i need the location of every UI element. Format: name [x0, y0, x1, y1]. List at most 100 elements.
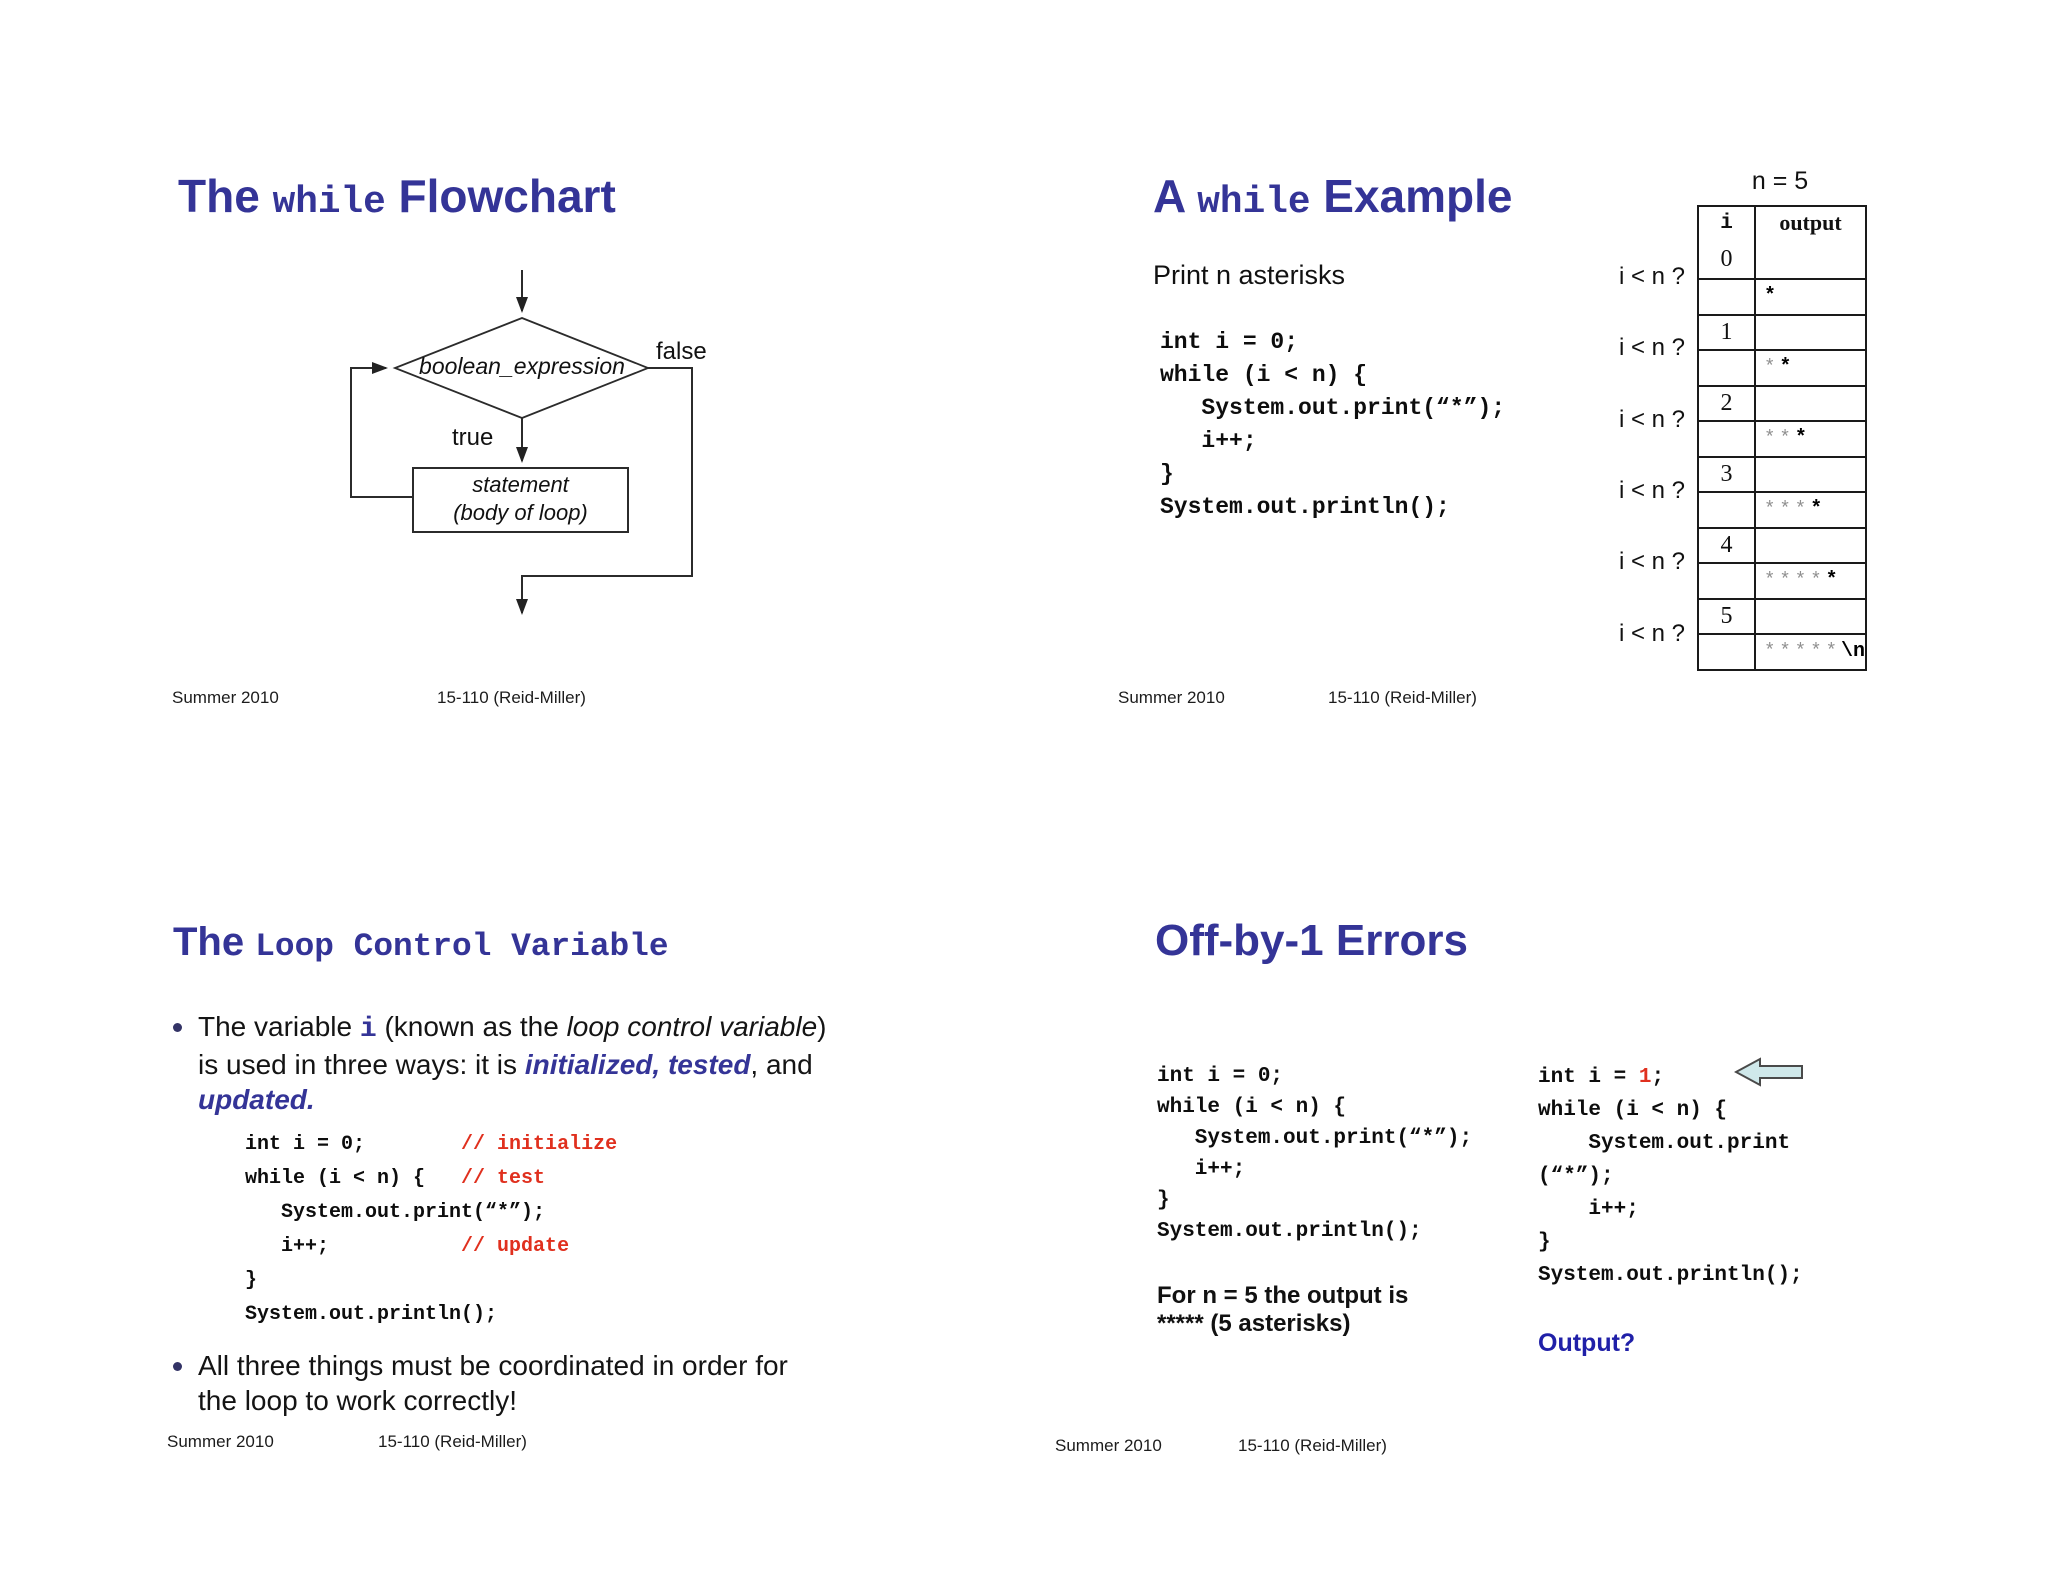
text-segment: , and [750, 1049, 813, 1080]
printed-new-char: * [1794, 427, 1807, 450]
code-line: int i = 1; [1538, 1061, 1803, 1094]
text-segment: (“*”); [1538, 1165, 1614, 1188]
text-segment: updated. [198, 1084, 315, 1115]
printed-earlier-stars: * [1764, 356, 1780, 378]
trace-cell-i: 3 [1699, 457, 1756, 491]
slide-loop-control-variable: The Loop Control Variable The variable i… [0, 791, 1024, 1582]
code-line: } [1538, 1226, 1803, 1259]
trace-cell-output: * [1756, 280, 1865, 314]
page-title: A while Example [1153, 172, 1512, 224]
trace-row: 5 [1699, 597, 1865, 634]
code-line: while (i < n) { [1160, 362, 1368, 388]
trace-row: 1 [1699, 313, 1865, 350]
code-line: System.out.print [1538, 1127, 1803, 1160]
condition-check-label: i < n ? [1618, 620, 1685, 647]
trace-cell-i [1699, 564, 1756, 598]
code-block: int i = 0;while (i < n) { System.out.pri… [1160, 326, 1505, 524]
false-exit-arrow [516, 367, 693, 615]
trace-cell-output: *****\n [1756, 635, 1865, 669]
code-line: (“*”); [1538, 1160, 1803, 1193]
footer-course: 15-110 (Reid-Miller) [437, 688, 586, 707]
bullet-text: All three things must be coordinated in … [198, 1348, 788, 1418]
page-title: Off-by-1 Errors [1155, 916, 1468, 965]
code-block-off-by-one: int i = 1; while (i < n) { System.out.pri… [1538, 1061, 1803, 1292]
printed-earlier-stars: *** [1764, 498, 1811, 520]
trace-header-i: i [1699, 207, 1756, 243]
text-segment: ; [1651, 1066, 1665, 1089]
printed-new-char: * [1825, 569, 1838, 592]
trace-row: *** [1699, 420, 1865, 456]
output-note-line2: ***** (5 asterisks) [1157, 1310, 1351, 1337]
page-title: The while Flowchart [178, 172, 616, 224]
text-segment: } [1538, 1231, 1551, 1254]
code-line: int i = 0; // initialize [245, 1128, 617, 1162]
title-text: The [173, 920, 256, 964]
text-segment: // initialize [461, 1133, 618, 1156]
code-block-correct: int i = 0;while (i < n) { System.out.pri… [1157, 1061, 1472, 1247]
text-segment: The variable [198, 1011, 360, 1042]
condition-check-label: i < n ? [1618, 477, 1685, 504]
bullet-icon [173, 1362, 182, 1371]
n-value-label: n = 5 [1751, 167, 1809, 195]
text-segment: int i = [1538, 1066, 1639, 1089]
statement-label: statement (body of loop) [413, 471, 628, 527]
trace-row: * [1699, 278, 1865, 314]
printed-new-char: \n [1841, 640, 1865, 663]
footer-term: Summer 2010 [167, 1432, 274, 1451]
trace-row: **** [1699, 491, 1865, 527]
trace-row: *****\n [1699, 633, 1865, 669]
trace-cell-i [1699, 280, 1756, 314]
statement-line1: statement [472, 472, 569, 497]
text-segment [660, 1049, 668, 1080]
code-line: i++; [1160, 428, 1257, 454]
code-line: System.out.println(); [1538, 1259, 1803, 1292]
trace-cell-output: ** [1756, 351, 1865, 385]
code-line: while (i < n) { [1538, 1094, 1803, 1127]
slide-while-flowchart: The while Flowchart boolean_expression f… [0, 0, 1024, 791]
title-keyword: Loop Control Variable [255, 928, 669, 965]
code-line: while (i < n) { // test [245, 1162, 617, 1196]
bullet-text: The variable i (known as the loop contro… [198, 1009, 826, 1117]
trace-table: i output 0 * 1 [1697, 205, 1867, 671]
condition-check-label: i < n ? [1618, 406, 1685, 433]
title-text: Example [1310, 170, 1513, 222]
code-line: System.out.print(“*”); [1160, 395, 1506, 421]
code-line: } [1160, 461, 1174, 487]
text-segment: System.out.println(); [245, 1303, 498, 1326]
text-segment: i++; [245, 1235, 462, 1258]
text-segment: while (i < n) { [1538, 1099, 1728, 1122]
trace-row: 0 [1699, 242, 1865, 278]
code-line: } [245, 1264, 617, 1298]
trace-cell-output [1756, 316, 1865, 350]
title-text: A [1153, 170, 1198, 222]
text-segment: System.out.print [1538, 1132, 1791, 1155]
condition-check-label: i < n ? [1618, 334, 1685, 361]
code-line: System.out.print(“*”); [245, 1196, 617, 1230]
code-line: i++; [1538, 1193, 1803, 1226]
text-segment: 1 [1638, 1066, 1652, 1089]
trace-cell-output [1756, 529, 1865, 563]
bullet-line: All three things must be coordinated in … [198, 1350, 788, 1381]
trace-cell-output [1756, 600, 1865, 634]
text-segment: while (i < n) { [245, 1167, 462, 1190]
text-segment: (known as the [376, 1011, 567, 1042]
trace-cell-output [1756, 387, 1865, 421]
text-segment: i++; [1538, 1198, 1639, 1221]
text-segment: // test [461, 1167, 546, 1190]
condition-label: boolean_expression [419, 353, 625, 379]
trace-cell-output: **** [1756, 493, 1865, 527]
bullet-icon [173, 1023, 182, 1032]
trace-cell-i: 4 [1699, 528, 1756, 562]
text-segment: int i = 0; [245, 1133, 462, 1156]
code-line: while (i < n) { [1157, 1096, 1347, 1119]
code-line: i++; // update [245, 1230, 617, 1264]
bullet-line: The variable i (known as the loop contro… [198, 1009, 826, 1047]
text-segment: initialized, [524, 1049, 661, 1080]
trace-header-output: output [1779, 210, 1842, 235]
trace-cell-i [1699, 493, 1756, 527]
trace-cell-i [1699, 422, 1756, 456]
code-line: System.out.println(); [245, 1298, 617, 1332]
code-line: } [1157, 1189, 1170, 1212]
